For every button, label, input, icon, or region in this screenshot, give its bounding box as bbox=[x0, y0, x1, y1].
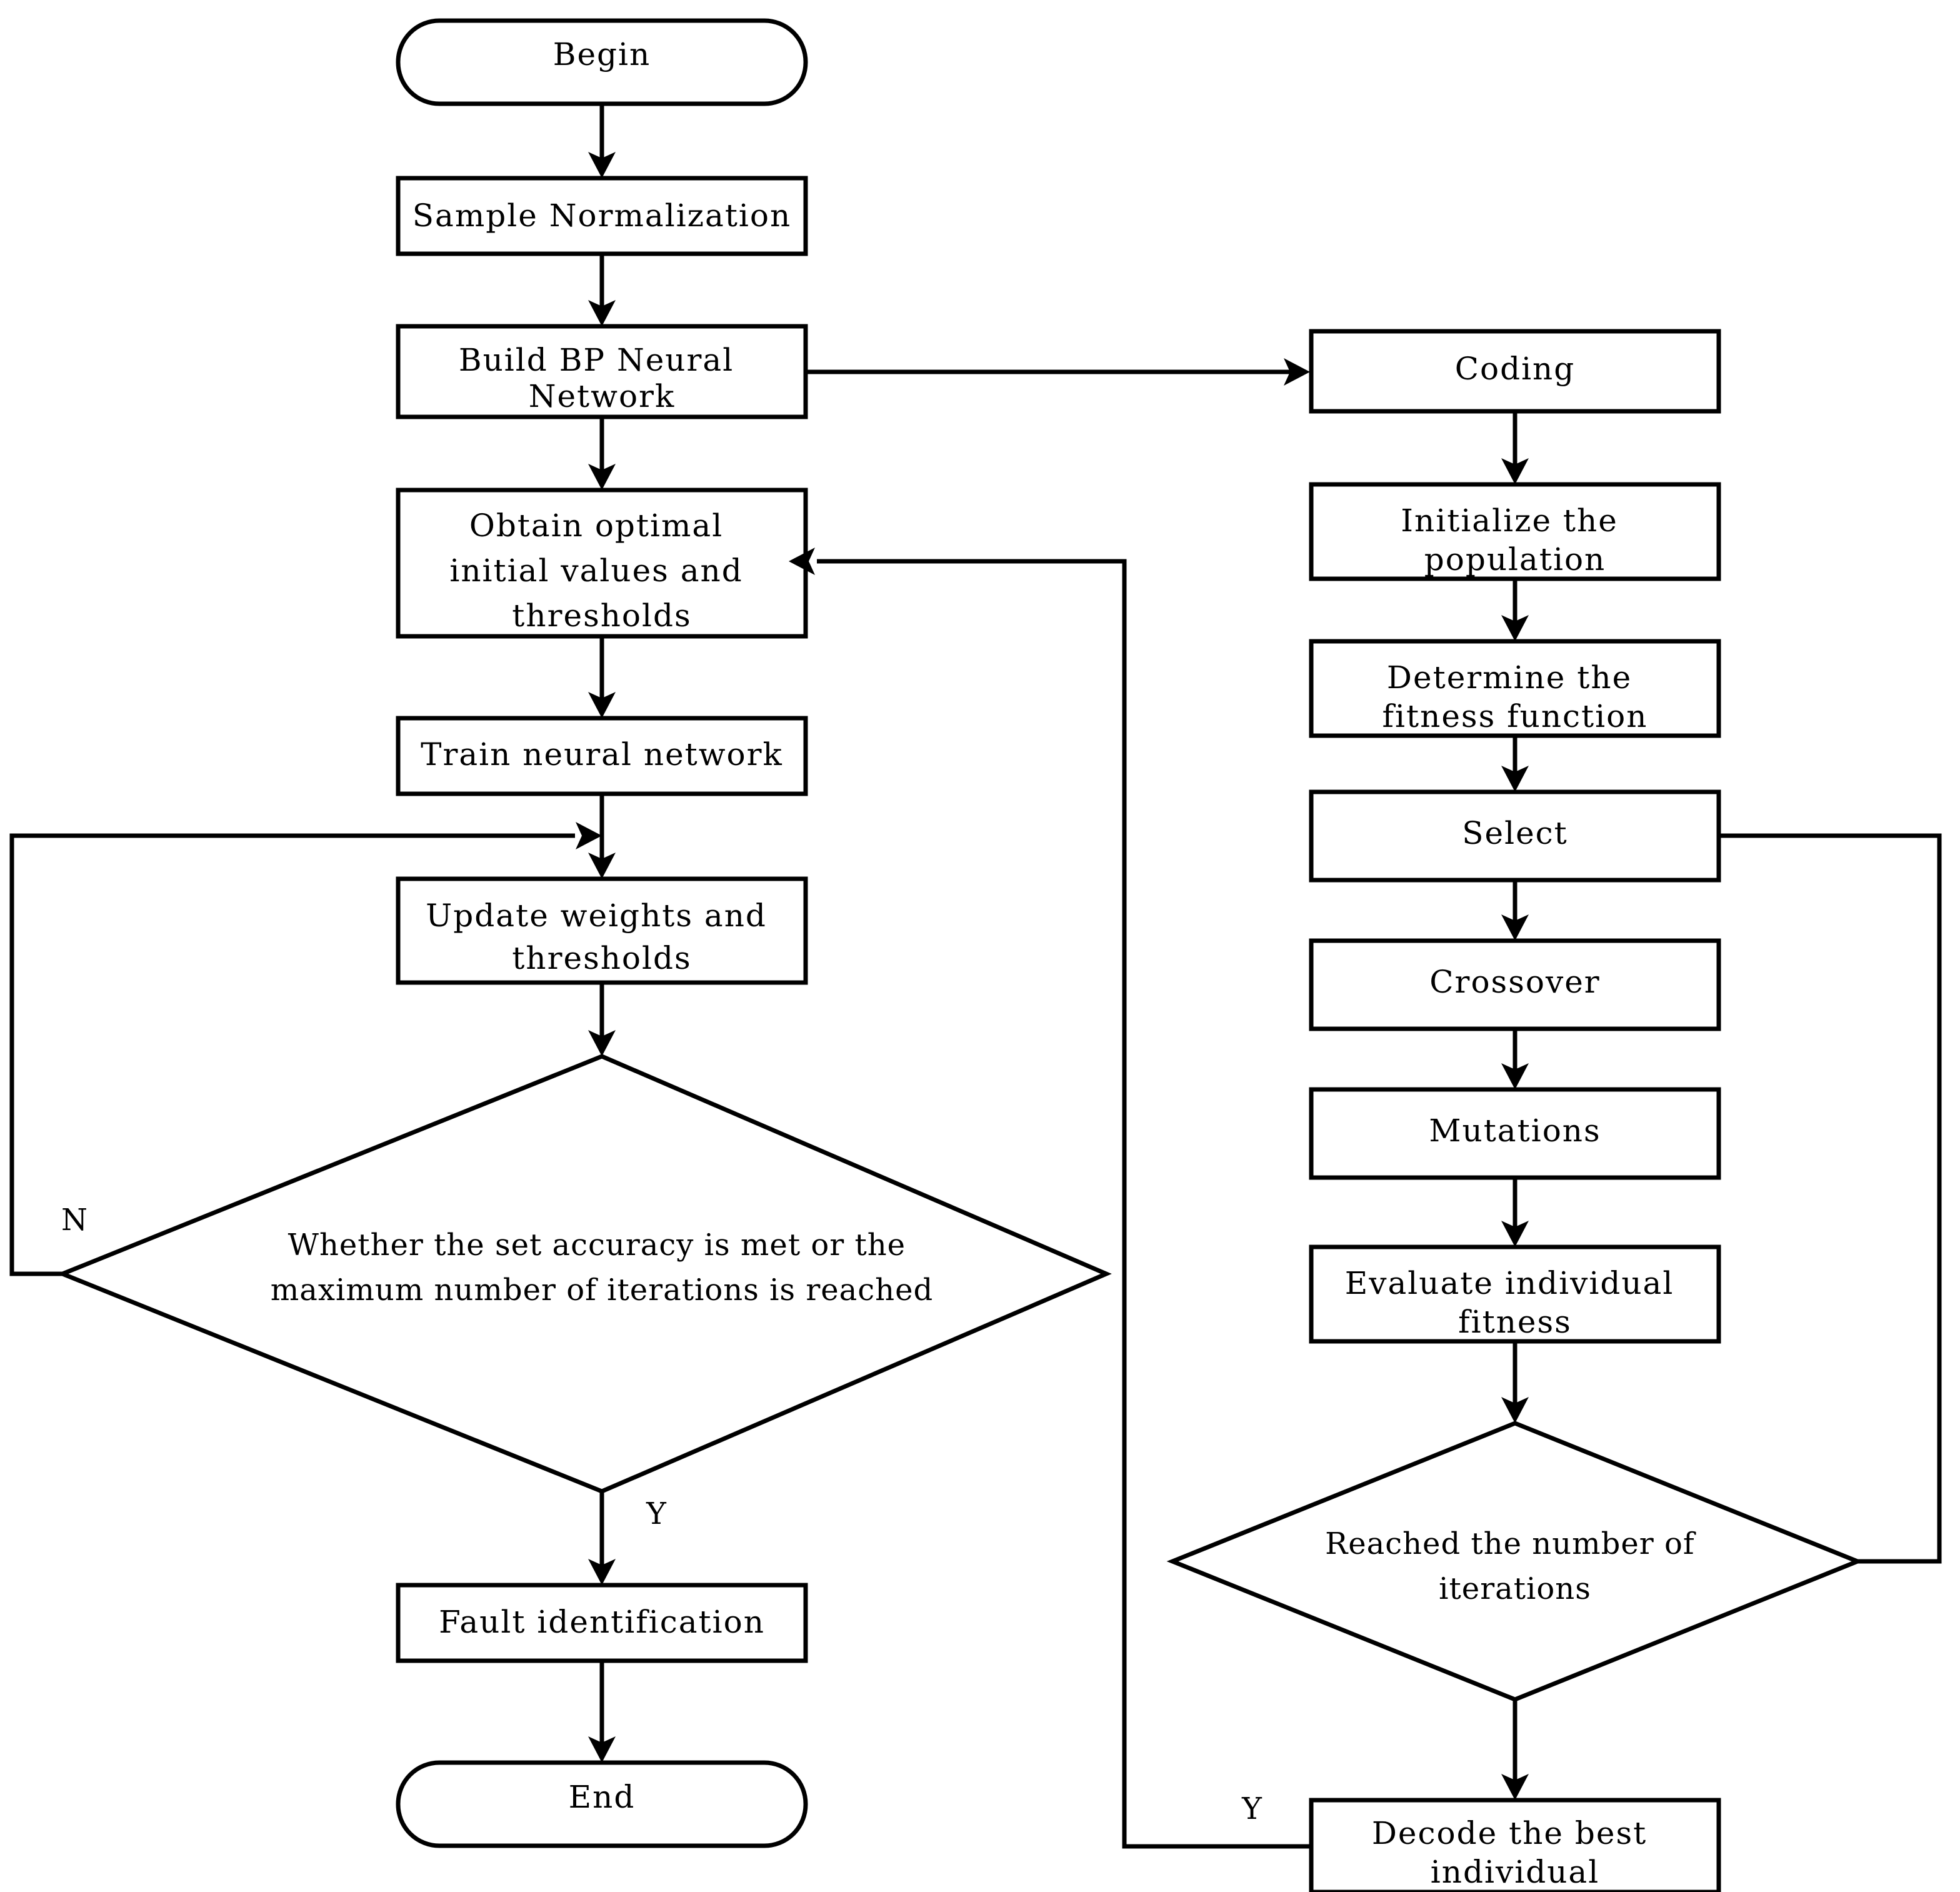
node-update-weights[interactable]: Update weights and thresholds bbox=[396, 876, 808, 985]
determine-fitness-label: Determine the fitness function bbox=[1382, 659, 1648, 734]
train-network-shape bbox=[396, 716, 808, 796]
arrow-coding-to-initialize bbox=[1501, 411, 1529, 484]
arrow-obtain-to-train bbox=[588, 636, 616, 718]
obtain-optimal-label: Obtain optimal initial values and thresh… bbox=[449, 508, 754, 634]
loop-decode-to-obtain bbox=[789, 548, 1311, 1849]
crossover-label: Crossover bbox=[1429, 964, 1600, 1000]
node-end[interactable]: End bbox=[396, 1760, 808, 1848]
build-bp-label: Build BP Neural Network bbox=[459, 342, 745, 414]
end-shape bbox=[396, 1760, 808, 1848]
node-evaluate-individual-fitness[interactable]: Evaluate individual fitness bbox=[1309, 1244, 1721, 1344]
branch-label-yes-left: Y bbox=[646, 1496, 667, 1531]
arrow-initialize-to-determine bbox=[1501, 579, 1529, 641]
node-mutations[interactable]: Mutations bbox=[1309, 1087, 1721, 1180]
node-train-neural-network[interactable]: Train neural network bbox=[396, 716, 808, 796]
node-fault-identification[interactable]: Fault identification bbox=[396, 1583, 808, 1663]
node-obtain-optimal-values[interactable]: Obtain optimal initial values and thresh… bbox=[396, 488, 808, 639]
fault-identification-shape bbox=[396, 1583, 808, 1663]
arrow-determine-to-select bbox=[1501, 736, 1529, 792]
node-sample-normalization[interactable]: Sample Normalization bbox=[396, 176, 808, 256]
node-crossover[interactable]: Crossover bbox=[1309, 938, 1721, 1031]
mutations-shape bbox=[1309, 1087, 1721, 1180]
arrow-mutations-to-evaluate bbox=[1501, 1178, 1529, 1247]
node-coding[interactable]: Coding bbox=[1309, 329, 1721, 414]
fault-identification-label: Fault identification bbox=[439, 1604, 765, 1640]
loop-reached-no-feedback bbox=[1719, 833, 1942, 1564]
node-decode-best-individual[interactable]: Decode the best individual bbox=[1309, 1798, 1721, 1892]
arrow-select-to-crossover bbox=[1501, 880, 1529, 941]
update-weights-label: Update weights and thresholds bbox=[426, 898, 778, 976]
arrow-sample-to-build bbox=[588, 254, 616, 326]
decision-accuracy-label: Whether the set accuracy is met or the m… bbox=[271, 1228, 933, 1308]
train-network-label: Train neural network bbox=[421, 736, 783, 773]
begin-label: Begin bbox=[553, 36, 651, 73]
node-build-bp-neural-network[interactable]: Build BP Neural Network bbox=[396, 324, 808, 419]
sample-normalization-label: Sample Normalization bbox=[412, 198, 791, 234]
branch-label-no: N bbox=[61, 1203, 88, 1238]
arrow-train-to-update bbox=[588, 794, 616, 879]
loop-decision-no-feedback bbox=[9, 822, 602, 1276]
initialize-population-label: Initialize the population bbox=[1401, 503, 1629, 578]
mutations-label: Mutations bbox=[1429, 1113, 1601, 1149]
arrow-reached-yes-to-decode bbox=[1501, 1699, 1529, 1800]
update-weights-shape bbox=[396, 876, 808, 985]
node-select[interactable]: Select bbox=[1309, 789, 1721, 883]
select-label: Select bbox=[1462, 815, 1568, 851]
arrow-fault-to-end bbox=[588, 1661, 616, 1763]
branch-label-yes-right: Y bbox=[1241, 1791, 1262, 1826]
determine-fitness-shape bbox=[1309, 639, 1721, 738]
coding-label: Coding bbox=[1455, 351, 1576, 387]
node-decision-reached-iterations[interactable]: Reached the number of iterations bbox=[1166, 1421, 1864, 1702]
decision-reached-shape bbox=[1166, 1421, 1864, 1702]
sample-normalization-shape bbox=[396, 176, 808, 256]
initialize-population-shape bbox=[1309, 482, 1721, 581]
crossover-shape bbox=[1309, 938, 1721, 1031]
obtain-optimal-shape bbox=[396, 488, 808, 639]
arrow-decision-yes-to-fault bbox=[588, 1491, 616, 1585]
arrow-build-to-coding bbox=[806, 358, 1310, 386]
evaluate-fitness-label: Evaluate individual fitness bbox=[1345, 1265, 1685, 1340]
arrow-begin-to-sample bbox=[588, 104, 616, 178]
decision-reached-label: Reached the number of iterations bbox=[1325, 1526, 1705, 1606]
arrow-update-to-decision bbox=[588, 983, 616, 1056]
end-label: End bbox=[569, 1779, 636, 1815]
node-begin[interactable]: Begin bbox=[396, 18, 808, 106]
arrow-crossover-to-mutations bbox=[1501, 1029, 1529, 1089]
decode-best-label: Decode the best individual bbox=[1372, 1815, 1658, 1890]
arrow-evaluate-to-reached bbox=[1501, 1341, 1529, 1423]
node-initialize-population[interactable]: Initialize the population bbox=[1309, 482, 1721, 581]
arrow-build-to-obtain bbox=[588, 417, 616, 490]
evaluate-fitness-shape bbox=[1309, 1244, 1721, 1344]
node-determine-fitness-function[interactable]: Determine the fitness function bbox=[1309, 639, 1721, 738]
node-decision-accuracy-or-iterations[interactable]: Whether the set accuracy is met or the m… bbox=[56, 1054, 1112, 1494]
